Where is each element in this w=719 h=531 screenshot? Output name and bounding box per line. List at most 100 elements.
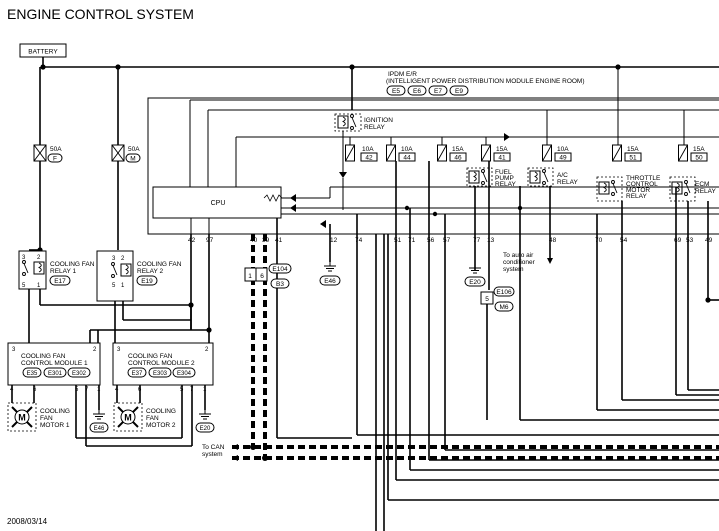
fan-relay-1-conn: E17 [54,278,66,285]
ipdm-conn-e5: E5 [392,88,400,95]
motor-1-label-2: FAN [40,415,53,422]
page-title: ENGINE CONTROL SYSTEM [7,6,194,22]
ipdm-pin: 13 [487,237,495,244]
m6-conn-box [494,301,514,312]
ground-e20: E20 [469,279,481,286]
fuse-51-amp: 15A [627,146,639,153]
ac-note-3: system [503,266,524,273]
e104-conn: E104 [272,266,288,273]
junction-dot [188,302,194,308]
fuel-pump-relay [466,167,493,187]
ac-relay-label-2: RELAY [557,179,578,186]
module-1-pin: 6 [33,387,37,393]
throttle-relay-label-1: THROTTLE [626,175,661,182]
fuse-50: 15A 50 [678,144,708,162]
e46-conn-box [319,275,341,286]
ignition-relay [334,113,362,132]
ignition-relay-coil [337,115,349,129]
diode-icon [290,194,296,202]
junction-dot [206,327,212,333]
fuel-pump-relay-coil [468,170,480,184]
fuse-41-id: 41 [498,155,506,162]
fuse-41: 15A 41 [481,144,511,162]
fuel-pump-relay-label-1: FUEL [495,169,512,176]
fuse-49-amp: 10A [557,146,569,153]
ecm-relay-coil [671,181,683,195]
fuse-44: 10A 44 [386,144,416,162]
arrow-left-icon [232,455,238,461]
arrow-left-icon [232,444,238,450]
ground-e20-module: E20 [200,426,211,432]
module-1-label-2: CONTROL MODULE 1 [21,360,88,367]
ipdm-pin: 71 [408,237,416,244]
fan-relay-1-pin: 5 [22,283,26,289]
motor-2-icon: M [124,413,132,423]
module-2-conn: E304 [177,371,192,377]
e20-conn-box [195,422,215,433]
fuse-50-id: 50 [695,155,703,162]
module-1-conn: E302 [72,371,87,377]
junction-dot [40,64,46,70]
ground-e46: E46 [324,278,336,285]
battery-label: BATTERY [28,49,58,56]
throttle-control-motor-relay [596,176,623,202]
e104-conn-box [268,263,292,274]
fuse-m-id: M [130,156,135,163]
ipdm-subtitle: (INTELLIGENT POWER DISTRIBUTION MODULE E… [386,78,585,85]
module-1-pin: 2 [93,347,97,353]
module-1-pin: 3 [12,347,16,353]
throttle-relay-label-3: MOTOR [626,187,650,194]
e106-conn-box [493,286,515,297]
ground-icon [198,409,212,420]
fuse-46-amp: 15A [452,146,464,153]
ground-icon [323,261,337,272]
fuse-m-id-box [125,153,141,163]
ground-icon [92,409,106,420]
diode-icon [290,204,296,212]
cooling-fan-control-module-2 [112,342,214,386]
e106-conn: E106 [496,289,512,296]
module-motor-wiring [11,385,206,447]
ipdm-output-wires [190,161,709,531]
arrow-down-icon [547,258,553,264]
fan-relay-2-pin: 1 [121,283,125,289]
module-1-label-1: COOLING FAN [21,353,66,360]
fuse-46: 15A 46 [437,144,467,162]
fuse-f-id-box [47,153,63,163]
fuse-51: 15A 51 [612,144,642,162]
ipdm-pin: 12 [330,237,338,244]
module-2-pin: 3 [117,347,121,353]
module-1-conn: E35 [27,371,38,377]
ecm-relay-label-2: RELAY [695,188,716,195]
module-2-conn: E37 [132,371,143,377]
fuse-44-id: 44 [403,155,411,162]
ac-relay-label-1: A/C [557,172,568,179]
fuel-pump-relay-label-3: RELAY [495,181,516,188]
ipdm-pin: 69 [674,237,682,244]
throttle-relay-coil [598,181,610,195]
cooling-fan-motor-2: M [113,402,143,432]
module-2-connectors: E37 E303 E304 [127,367,196,378]
motor-1-label-1: COOLING [40,408,70,415]
motor-2-label-3: MOTOR 2 [146,422,176,429]
b3-conn: B3 [276,281,284,288]
motor-2-label-2: FAN [146,415,159,422]
fan-relay-2-pin: 3 [112,256,116,262]
fuse-50a-f [33,144,47,162]
module-2-pin: 2 [205,347,209,353]
e104-pin-6: 6 [260,273,264,280]
fan-relay-1-label-1: COOLING FAN [50,261,95,268]
resistor-icon [263,194,283,202]
ipdm-pin: 42 [188,237,196,244]
cooling-fan-motor-1: M [7,402,37,432]
fan-relay-1-pin: 3 [22,255,26,261]
module-2-label-1: COOLING FAN [128,353,173,360]
module-1-conn: E301 [48,371,63,377]
e104-pin-1: 1 [248,273,252,280]
fuse-50-amp: 15A [693,146,705,153]
ipdm-connectors: E5 E6 E7 E9 [386,85,469,96]
cpu-label: CPU [211,200,226,207]
cpu-block [152,186,282,219]
can-note-1: To CAN [202,444,225,451]
fan-relay-2-pin: 5 [112,283,116,289]
